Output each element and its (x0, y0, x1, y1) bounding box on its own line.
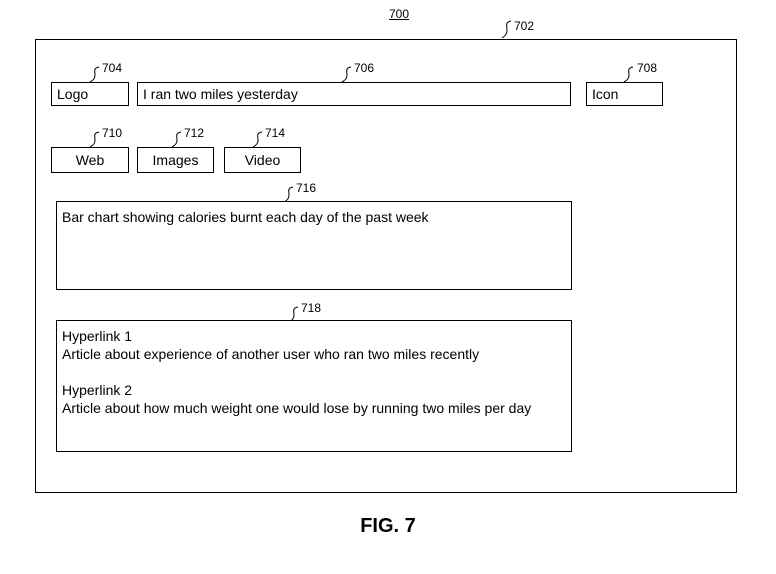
ref-leader-706 (341, 66, 352, 83)
ref-leader-710 (89, 131, 100, 148)
ref-label-702: 702 (514, 19, 535, 33)
result-link-2[interactable]: Hyperlink 2 (62, 382, 133, 398)
search-input-value: I ran two miles yesterday (143, 86, 298, 102)
ref-leader-704 (89, 66, 100, 83)
ref-leader-708 (623, 66, 634, 83)
result-spacer (62, 363, 566, 381)
tab-web[interactable]: Web (51, 147, 129, 173)
app-window-frame (35, 39, 737, 493)
logo-label: Logo (57, 86, 89, 102)
tab-images[interactable]: Images (137, 147, 214, 173)
tab-video-label: Video (244, 152, 281, 168)
ref-leader-712 (171, 131, 182, 148)
chart-panel: Bar chart showing calories burnt each da… (56, 201, 572, 290)
ref-leader-716 (283, 186, 294, 203)
result-link-1[interactable]: Hyperlink 1 (62, 328, 133, 344)
icon-button[interactable]: Icon (586, 82, 663, 106)
search-results-panel: Hyperlink 1 Article about experience of … (56, 320, 572, 452)
ref-label-718: 718 (301, 301, 322, 315)
ref-leader-714 (252, 131, 263, 148)
chart-panel-text: Bar chart showing calories burnt each da… (62, 209, 429, 225)
figure-caption: FIG. 7 (360, 515, 416, 537)
logo[interactable]: Logo (51, 82, 129, 106)
icon-button-label: Icon (592, 86, 619, 102)
ref-label-708: 708 (637, 61, 658, 75)
result-description-1: Article about experience of another user… (62, 346, 480, 362)
ref-leader-702 (501, 20, 512, 39)
tab-web-label: Web (75, 152, 105, 168)
tab-video[interactable]: Video (224, 147, 301, 173)
ref-label-714: 714 (265, 126, 286, 140)
search-input[interactable]: I ran two miles yesterday (137, 82, 571, 106)
ref-label-704: 704 (102, 61, 123, 75)
ref-label-712: 712 (184, 126, 205, 140)
ref-label-710: 710 (102, 126, 123, 140)
tab-images-label: Images (152, 152, 199, 168)
ref-label-716: 716 (296, 181, 317, 195)
result-description-2: Article about how much weight one would … (62, 400, 532, 416)
ref-label-706: 706 (354, 61, 375, 75)
figure-number: 700 (389, 7, 410, 21)
